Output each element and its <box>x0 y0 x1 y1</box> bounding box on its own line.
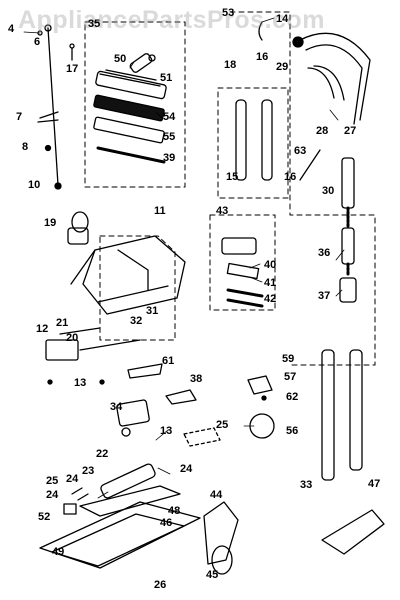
callout-26: 26 <box>154 579 167 591</box>
callout-62: 62 <box>286 391 299 403</box>
brush-group-box <box>84 21 186 188</box>
callout-7: 7 <box>16 111 23 123</box>
callout-24-low: 24 <box>46 489 59 501</box>
callout-29: 29 <box>276 61 289 73</box>
callout-43: 43 <box>216 205 229 217</box>
misc-parts <box>183 349 385 575</box>
upholstery-tool-box <box>209 214 276 311</box>
callout-17: 17 <box>66 63 79 75</box>
callout-28: 28 <box>316 125 329 137</box>
callout-54: 54 <box>163 111 176 123</box>
callout-24-right: 24 <box>180 463 193 475</box>
callout-51: 51 <box>160 72 173 84</box>
callout-20: 20 <box>66 332 79 344</box>
watermark: AppliancePartsPros.com <box>18 6 325 34</box>
callout-53: 53 <box>222 7 235 19</box>
callout-19: 19 <box>44 217 57 229</box>
callout-30: 30 <box>322 185 335 197</box>
callout-48: 48 <box>168 505 181 517</box>
callout-16-top: 16 <box>256 51 269 63</box>
callout-13-mid: 13 <box>160 425 173 437</box>
callout-21: 21 <box>56 317 69 329</box>
cord-assembly <box>23 24 75 190</box>
callout-41: 41 <box>264 277 277 289</box>
hose-and-wands <box>235 21 371 303</box>
callout-63: 63 <box>294 145 307 157</box>
callout-13-left: 13 <box>74 377 87 389</box>
callout-10: 10 <box>28 179 41 191</box>
callout-27: 27 <box>344 125 357 137</box>
callout-56: 56 <box>286 425 299 437</box>
callout-55: 55 <box>163 131 176 143</box>
callout-40: 40 <box>264 259 277 271</box>
callout-12: 12 <box>36 323 49 335</box>
callout-18: 18 <box>224 59 237 71</box>
callout-4: 4 <box>8 23 15 35</box>
floor-brush-parts <box>93 53 167 164</box>
power-nozzle-assembly <box>39 427 201 569</box>
callout-35: 35 <box>88 18 101 30</box>
callout-57: 57 <box>284 371 297 383</box>
callout-24-left: 24 <box>66 473 79 485</box>
callout-49: 49 <box>52 546 65 558</box>
callout-37: 37 <box>318 290 331 302</box>
callout-34: 34 <box>110 401 123 413</box>
callout-32: 32 <box>130 315 143 327</box>
callout-31: 31 <box>146 305 159 317</box>
wand-group-outline <box>229 11 376 366</box>
callout-42: 42 <box>264 293 277 305</box>
callout-50: 50 <box>114 53 127 65</box>
callout-46: 46 <box>160 517 173 529</box>
callout-38: 38 <box>190 373 203 385</box>
callout-8: 8 <box>22 141 29 153</box>
callout-47: 47 <box>368 478 381 490</box>
callout-15: 15 <box>226 171 239 183</box>
callout-44: 44 <box>210 489 223 501</box>
callout-23: 23 <box>82 465 95 477</box>
callout-16-mid: 16 <box>284 171 297 183</box>
callout-22: 22 <box>96 448 109 460</box>
callout-52: 52 <box>38 511 51 523</box>
callout-14: 14 <box>276 13 289 25</box>
callout-25-left: 25 <box>46 475 59 487</box>
leader-lines <box>97 17 345 499</box>
upholstery-tools <box>221 237 264 308</box>
callout-59: 59 <box>282 353 295 365</box>
motor-and-switch-parts <box>45 327 275 439</box>
callout-25-mid: 25 <box>216 419 229 431</box>
callout-11: 11 <box>154 205 166 217</box>
callout-6: 6 <box>34 36 41 48</box>
callout-33: 33 <box>300 479 313 491</box>
callout-61: 61 <box>162 355 175 367</box>
canister-group-outline <box>99 235 176 341</box>
callout-36: 36 <box>318 247 331 259</box>
callout-39: 39 <box>163 152 176 164</box>
callout-45: 45 <box>206 569 219 581</box>
group-boxes <box>84 11 376 366</box>
canister-body <box>67 211 186 315</box>
